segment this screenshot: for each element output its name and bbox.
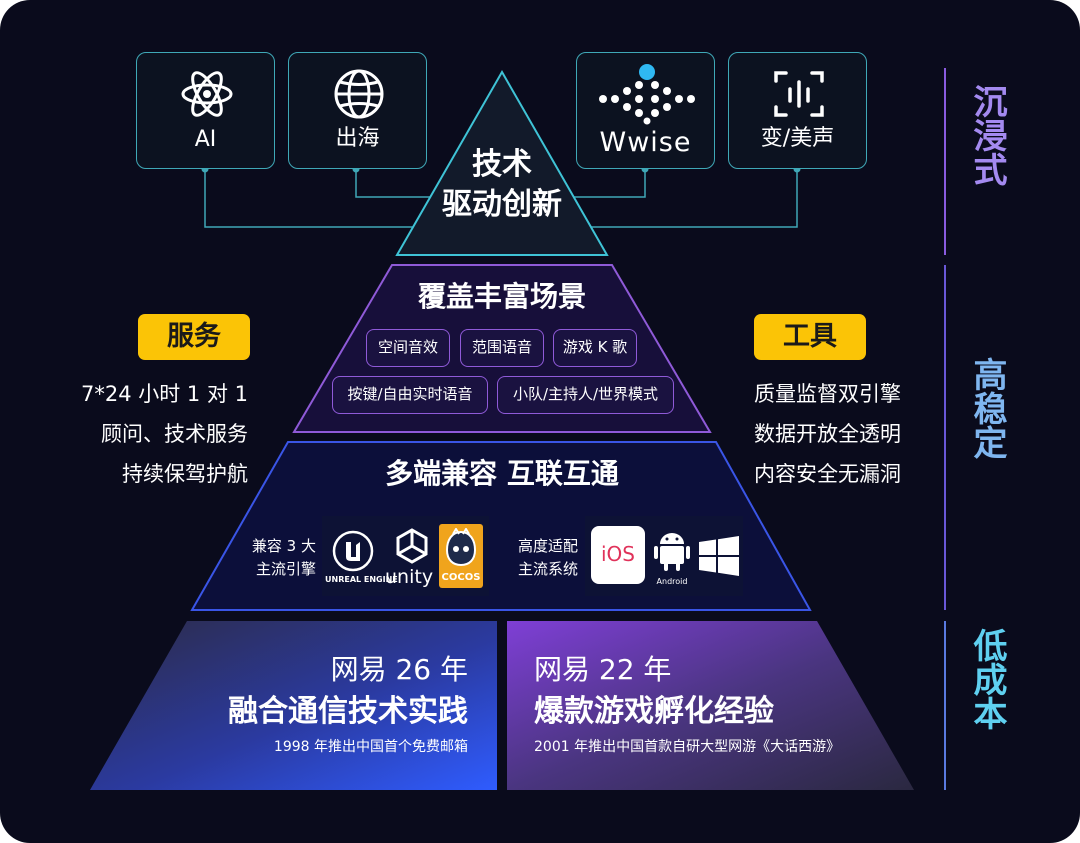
tool-line3: 内容安全无漏洞 [754,462,901,486]
systems-label-line1: 高度适配 [517,537,578,555]
tier1-line1: 技术 [472,147,532,182]
tool-line1: 质量监督双引擎 [754,382,901,406]
unity-logo [396,528,428,564]
pill-team-mode[interactable]: 小队/主持人/世界模式 [497,376,674,414]
tier4-left-panel [90,621,497,790]
tier3-title: 多端兼容 互联互通 [385,457,619,490]
voice-wave-icon [774,71,824,117]
engines-label-line2: 主流引擎 [255,560,316,578]
systems-panel: iOS Android [585,516,743,596]
wwise-card[interactable]: Wwise [576,52,715,169]
engines-label-line1: 兼容 3 大 [251,537,316,555]
android-text: Android [656,577,688,586]
tool-tag: 工具 [754,314,866,360]
android-logo [654,533,690,571]
tier4-right-year: 网易 22 年 [534,653,672,686]
connector-lines [204,169,798,228]
tier2-title: 覆盖丰富场景 [417,280,586,313]
tool-line2: 数据开放全透明 [754,422,901,446]
tier4-right-panel [507,621,914,790]
ios-logo: iOS [591,526,645,584]
cocos-logo: COCOS [439,524,483,588]
unity-text: unity [385,566,434,588]
ai-card[interactable]: AI [136,52,275,169]
pill-realtime-voice[interactable]: 按键/自由实时语音 [332,376,488,414]
unreal-engine-text: UNREAL ENGINE [325,575,398,584]
voice-change-card[interactable]: 变/美声 [728,52,867,169]
pill-range-voice[interactable]: 范围语音 [460,329,544,367]
atom-icon [181,71,233,117]
side-label-stable: 高稳定 [957,357,1017,459]
wwise-wordmark: Wwise [599,127,692,158]
side-label-lowcost: 低成本 [957,628,1017,730]
systems-label-line2: 主流系统 [517,560,578,578]
service-line1: 7*24 小时 1 对 1 [80,382,248,406]
tier1-triangle [395,69,609,256]
engines-panel: UNREAL ENGINE unity COCOS [322,516,489,596]
tier4-right-title: 爆款游戏孵化经验 [534,694,774,729]
tier4-left-title: 融合通信技术实践 [228,694,468,729]
service-line2: 顾问、技术服务 [101,422,248,446]
voice-change-label: 变/美声 [760,126,835,151]
windows-logo [699,536,739,576]
pill-spatial-audio[interactable]: 空间音效 [366,329,450,367]
cocos-text: COCOS [441,572,481,583]
side-label-immersive: 沉浸式 [957,84,1017,186]
ios-text: iOS [601,542,635,566]
wwise-dots-icon [599,64,695,125]
tier1-line2: 驱动创新 [442,187,562,222]
ai-label: AI [194,127,217,152]
overseas-label: 出海 [335,126,380,151]
side-label-stable-text: 高稳定 [967,357,1007,459]
side-label-lowcost-text: 低成本 [967,628,1007,730]
tier4-left-year: 网易 26 年 [330,653,468,686]
unreal-engine-logo [332,530,374,572]
service-tag: 服务 [138,314,250,360]
tier4-right-note: 2001 年推出中国首款自研大型网游《大话西游》 [534,739,841,755]
pill-game-karaoke[interactable]: 游戏 K 歌 [553,329,637,367]
overseas-card[interactable]: 出海 [288,52,427,169]
globe-icon [334,69,384,119]
tier4-left-note: 1998 年推出中国首个免费邮箱 [273,739,468,755]
side-label-immersive-text: 沉浸式 [967,84,1007,186]
service-line3: 持续保驾护航 [122,462,248,486]
